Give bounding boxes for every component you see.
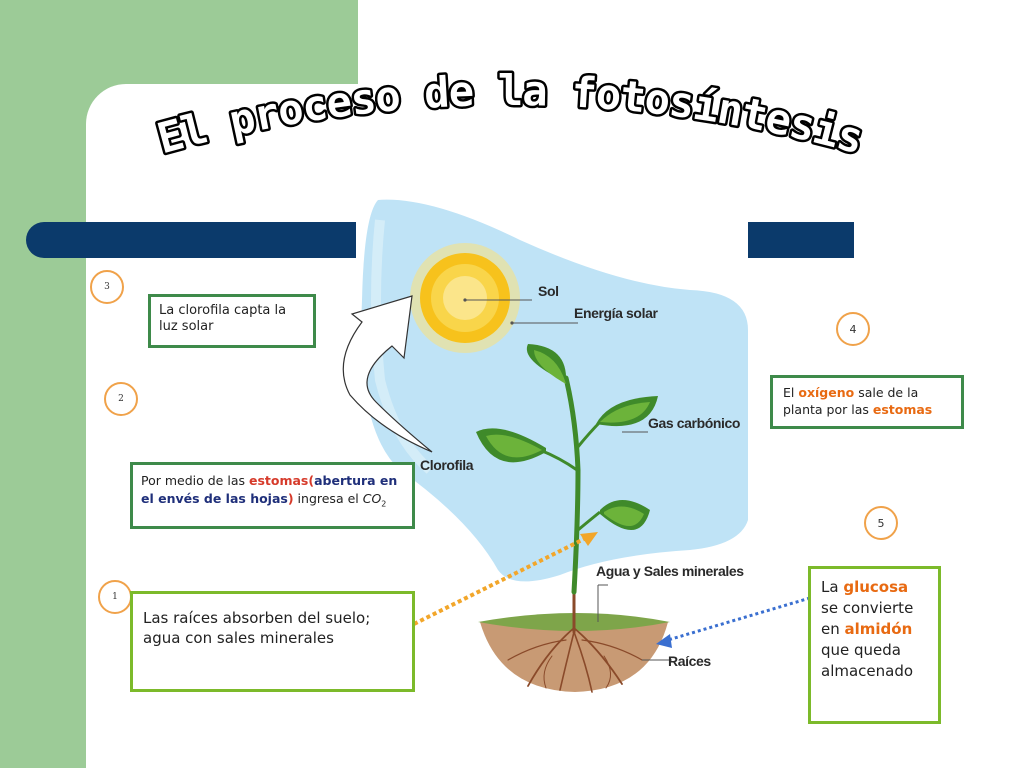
stomata-keyword: estomas( [248, 473, 315, 488]
label-roots: Raíces [668, 653, 711, 669]
step-number-5: 5 [864, 506, 898, 540]
step-number-3: 3 [90, 270, 124, 304]
label-water-minerals: Agua y Sales minerales [596, 563, 744, 579]
navy-divider-left [26, 222, 356, 258]
label-chlorophyll: Clorofila [420, 457, 474, 473]
stem-icon [563, 375, 581, 595]
co2-subscript: 2 [381, 499, 387, 509]
navy-divider-right [748, 222, 854, 258]
oxygen-info-box: El oxígeno sale de la planta por las est… [770, 375, 964, 429]
glucose-text-3: que queda almacenado [821, 641, 914, 680]
sun-icon [410, 243, 520, 353]
orange-dotted-arrow [413, 532, 598, 626]
step-number-4: 4 [836, 312, 870, 346]
label-co2: Gas carbónico [648, 415, 740, 431]
stomata-definition: abertura en el envés de las hojas [141, 473, 398, 506]
sky-highlight [371, 219, 434, 474]
glucose-text-2: se convierte en [821, 599, 914, 638]
label-solar-energy: Energía solar [574, 305, 658, 321]
oxygen-keyword: oxígeno [798, 385, 855, 400]
label-sun: Sol [538, 283, 559, 299]
glucose-text-1: La [821, 578, 844, 596]
glucose-keyword: glucosa [843, 578, 909, 596]
leaf-icon [600, 500, 650, 531]
light-arrow-icon [342, 295, 433, 453]
stomata-text-1: Por medio de las [141, 473, 249, 488]
step-number-2: 2 [104, 382, 138, 416]
top-white-area [358, 0, 1024, 90]
roots-info-box: Las raíces absorben del suelo; agua con … [130, 591, 415, 692]
oxygen-text-2: sale de la planta por las [783, 385, 919, 417]
page-title: El proceso de la fotosíntesis [150, 64, 872, 166]
stomata-text-2: ingresa el [293, 491, 363, 506]
stomata-info-box: Por medio de las estomas(abertura en el … [130, 462, 415, 529]
leaf-icon [526, 344, 567, 384]
leaf-icon [476, 428, 546, 463]
leaf-icon [596, 396, 658, 427]
svg-text:El proceso de la fotosíntesis: El proceso de la fotosíntesis [152, 66, 868, 163]
chlorophyll-info-text: La clorofila capta la luz solar [159, 303, 287, 334]
glucose-info-box: La glucosa se convierte en almidón que q… [808, 566, 941, 724]
blue-dotted-arrow [656, 596, 811, 648]
stomata-paren-close: ) [287, 491, 294, 506]
oxygen-text-1: El [783, 385, 799, 400]
step-number-1: 1 [98, 580, 132, 614]
roots-icon [507, 583, 643, 693]
oxygen-stomata-keyword: estomas [872, 402, 933, 417]
chlorophyll-info-box: La clorofila capta la luz solar [148, 294, 316, 348]
roots-info-text: Las raíces absorben del suelo; agua con … [143, 609, 371, 647]
starch-keyword: almidón [844, 620, 913, 638]
co2-formula: CO [362, 491, 382, 506]
